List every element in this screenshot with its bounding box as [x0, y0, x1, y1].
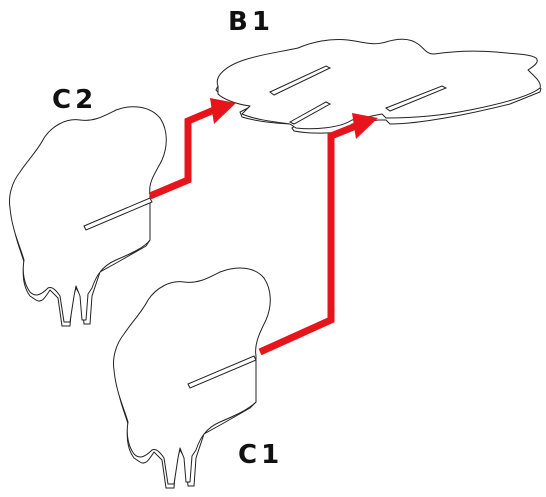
b1-slot-right: [384, 85, 448, 112]
piece-b1: [215, 38, 542, 134]
piece-c2: [9, 106, 167, 327]
b1-slot-middle: [288, 101, 332, 125]
arrow-c2-path: [148, 106, 216, 200]
arrow-c2-head: [210, 98, 236, 124]
piece-b1-outline: [216, 38, 541, 130]
piece-c2-outline: [9, 106, 167, 323]
arrow-c1-to-b1: [258, 113, 378, 356]
c2-slot: [83, 197, 153, 231]
piece-c1-outline: [113, 267, 271, 485]
label-c1: C1: [238, 440, 283, 470]
arrow-c2-to-b1: [148, 98, 236, 200]
b1-slot-left: [269, 65, 332, 96]
piece-c1: [113, 267, 271, 489]
arrow-c1-head: [352, 113, 378, 139]
label-c2: C2: [52, 85, 97, 115]
c1-slot: [187, 355, 257, 389]
label-b1: B1: [228, 7, 274, 37]
arrow-c1-path: [258, 122, 358, 356]
